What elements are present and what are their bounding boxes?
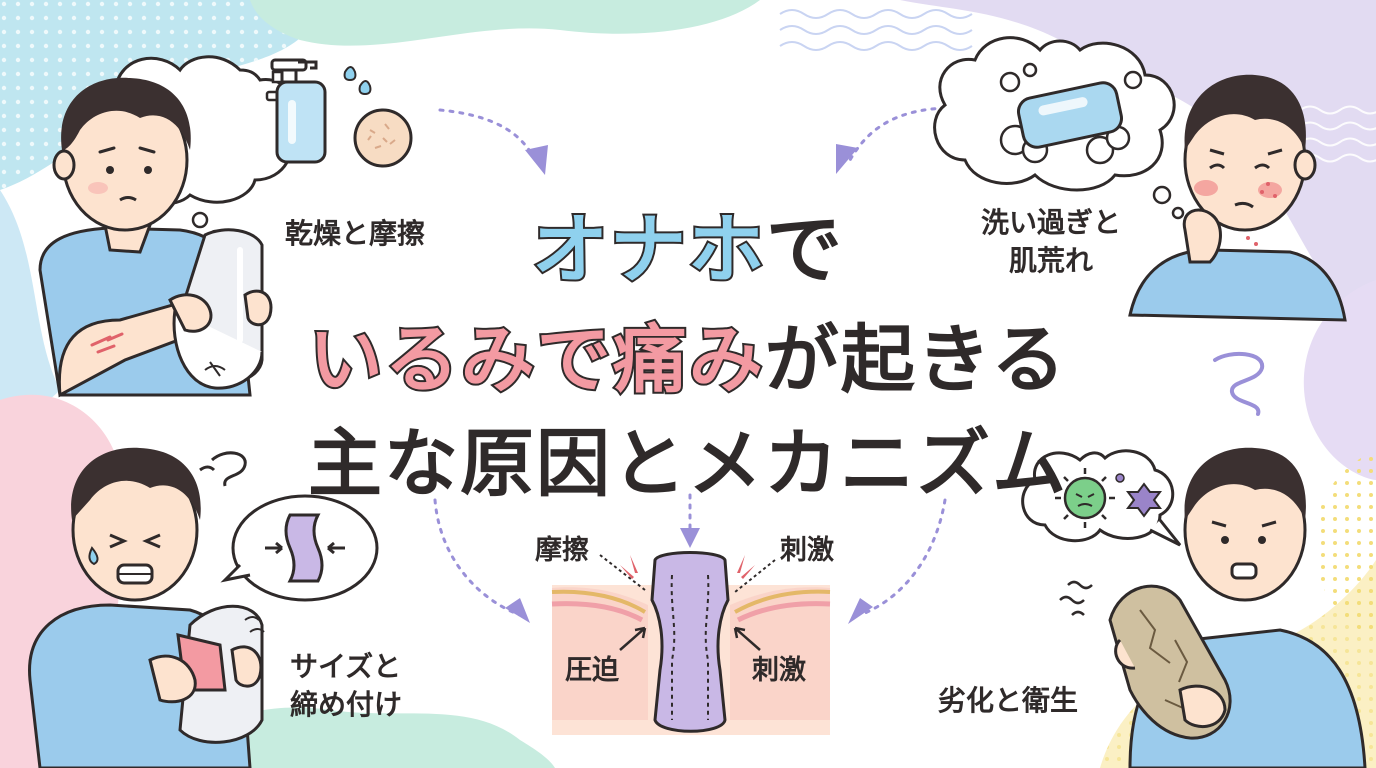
label-overwash: 洗い過ぎと 肌荒れ [966,204,1136,280]
label-dryness-friction: 乾燥と摩擦 [285,217,426,250]
person-size [28,447,265,768]
arrow-bottom-left [433,498,522,617]
arrow-top-right [848,106,947,162]
dizzy-swirl-icon [1213,351,1265,416]
label-overwash-line1: 洗い過ぎと [980,206,1121,239]
label-size-tightness: サイズと 締め付け [290,648,402,724]
water-drops-icon [343,66,372,96]
germ-icon [1055,468,1162,528]
diagram-label-stimulus-bottom: 刺激 [752,655,806,686]
title-line3-text: 主な原因とメカニズム [308,421,1068,507]
person-degradation [1059,447,1367,768]
arrow-bottom-right [858,498,947,617]
diagram-label-friction: 摩擦 [535,535,589,566]
diagram-label-stimulus-top: 刺激 [780,535,834,566]
title-line2-prefix: いるみで [307,315,613,405]
label-degradation: 劣化と衛生 [938,684,1079,717]
diagram-label-pressure: 圧迫 [565,655,619,686]
label-size-line2: 締め付け [290,688,403,721]
mechanism-diagram [551,551,831,735]
lotion-pump-icon [270,58,327,164]
title-line-2: いるみで痛みが起きる [0,300,1376,407]
title-highlight-pain: 痛み [611,315,765,405]
title-line-1: オナホで [0,188,1376,298]
label-overwash-line2: 肌荒れ [1008,244,1093,277]
stress-swirl-icon [199,451,247,487]
soap-bar-icon [999,62,1143,165]
person-dry [38,77,273,398]
label-size-line1: サイズと [290,650,402,683]
compressed-device-icon [265,513,345,583]
title-line-3: 主な原因とメカニズム [0,404,1376,511]
title-line1-suffix: で [766,205,844,294]
person-overwash [1128,74,1347,322]
title-highlight-device: オナホ [530,203,766,296]
dry-skin-icon [353,108,413,168]
title-line2-suffix: が起きる [764,317,1068,403]
sleeve-cross-section [650,551,730,733]
